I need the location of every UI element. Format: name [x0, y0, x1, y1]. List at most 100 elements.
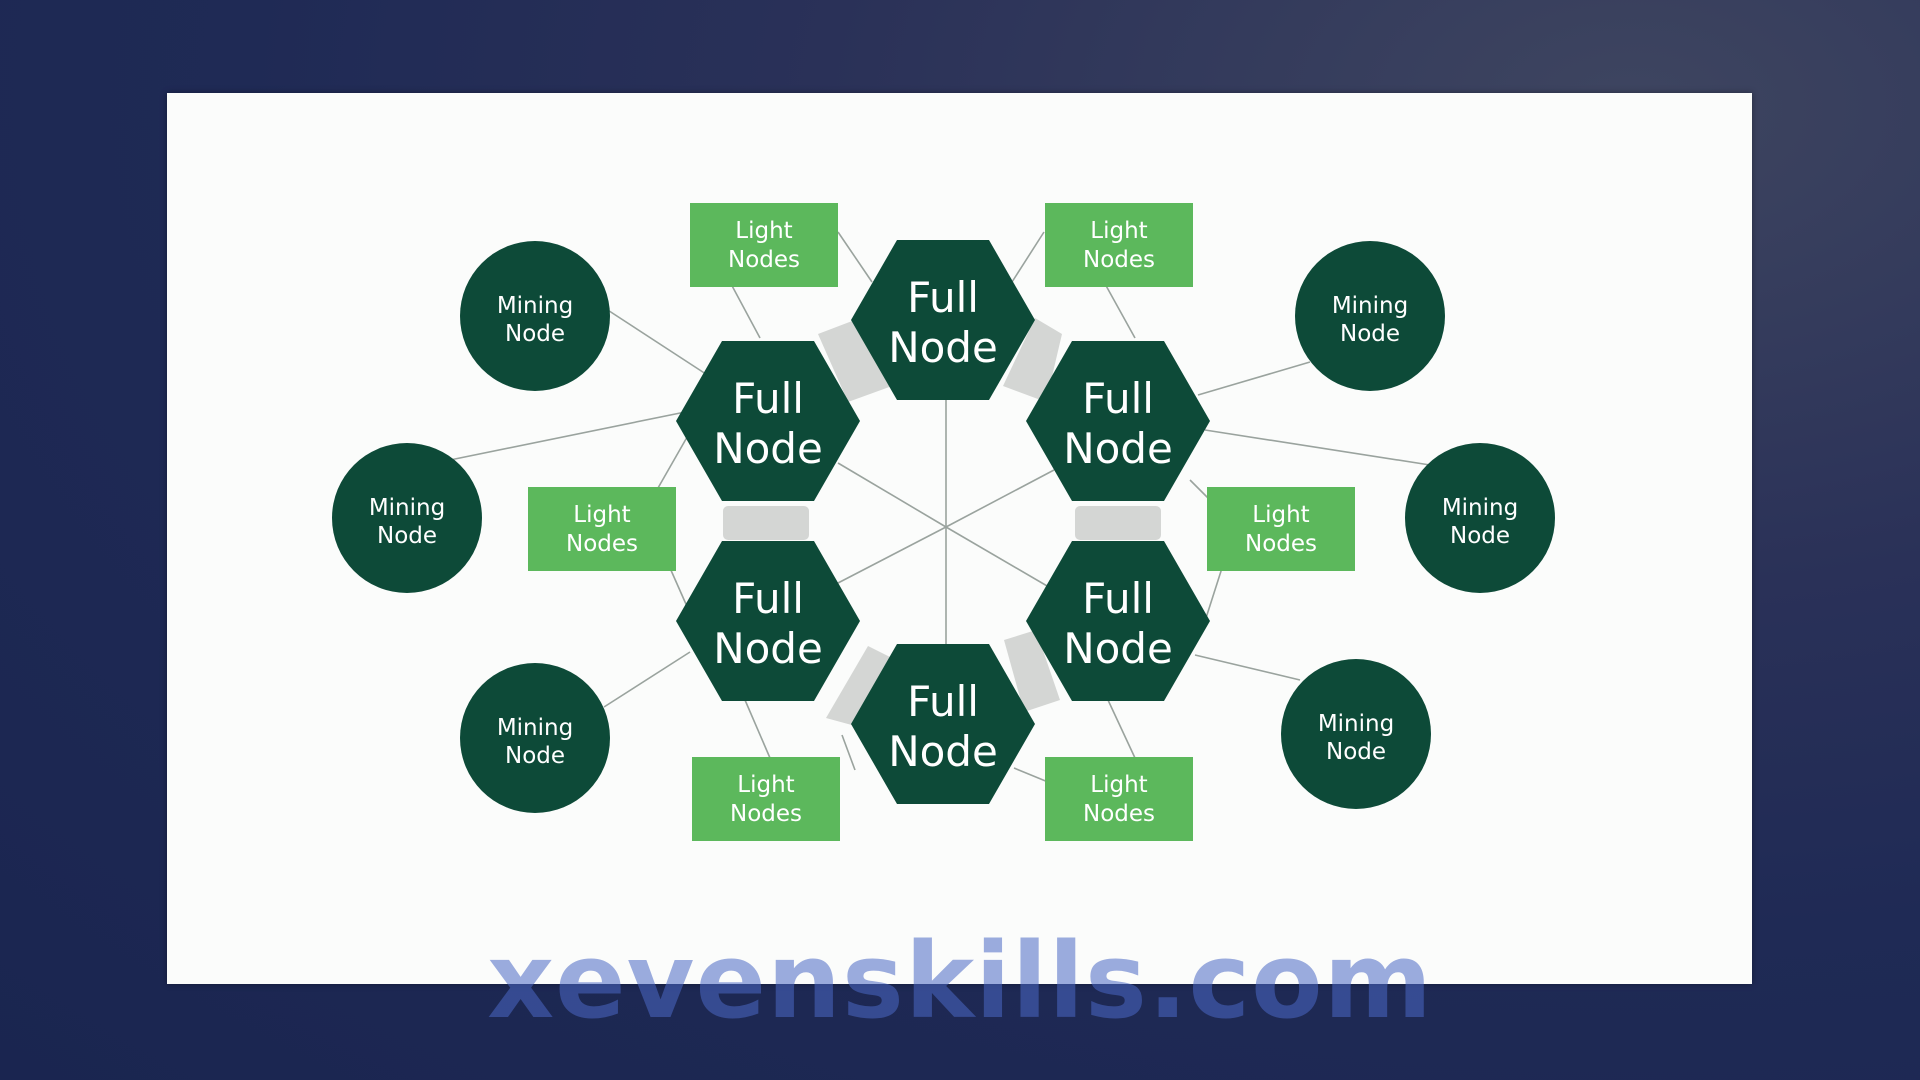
mining-node-label-line2: Node	[1340, 321, 1400, 347]
full-node-hexagon	[1026, 541, 1210, 701]
mining-node-circle	[460, 241, 610, 391]
mining-node-circle	[460, 663, 610, 813]
connection-line	[599, 304, 713, 379]
full-node-label-line2: Node	[888, 323, 998, 372]
connection-line	[837, 462, 947, 528]
light-node: Light Nodes	[692, 757, 840, 841]
mining-node-label-line2: Node	[1326, 739, 1386, 765]
connectors	[723, 318, 1161, 730]
light-node-label-line1: Light	[735, 218, 792, 244]
light-node: Light Nodes	[1045, 203, 1193, 287]
light-node-box	[1045, 203, 1193, 287]
light-node-label-line2: Nodes	[1083, 801, 1155, 827]
connector-bar	[1003, 318, 1062, 402]
light-node-label-line2: Nodes	[728, 247, 800, 273]
connection-line	[657, 431, 691, 489]
connection-line	[837, 526, 947, 584]
connection-line	[1011, 231, 1045, 283]
full-node: Full Node	[676, 541, 860, 701]
full-node-label-line2: Node	[1063, 424, 1173, 473]
mining-node-label-line2: Node	[1450, 523, 1510, 549]
connector-bar	[723, 506, 809, 540]
mining-node: Mining Node	[460, 663, 610, 813]
connector-bar	[1075, 506, 1161, 540]
connector-bar	[826, 646, 896, 730]
connection-line	[841, 734, 856, 771]
light-node-label-line1: Light	[1090, 772, 1147, 798]
full-node: Full Node	[851, 644, 1035, 804]
mining-node-label-line1: Mining	[1442, 495, 1518, 521]
connection-line	[1103, 281, 1136, 339]
connection-line	[729, 281, 761, 339]
full-node-hexagon	[851, 240, 1035, 400]
connection-line	[449, 409, 696, 461]
light-node-box	[1045, 757, 1193, 841]
connection-line	[744, 699, 771, 759]
mining-node: Mining Node	[1405, 443, 1555, 593]
light-node-label-line2: Nodes	[1245, 531, 1317, 557]
light-node: Light Nodes	[528, 487, 676, 571]
mining-node-label-line2: Node	[377, 523, 437, 549]
mining-node-circle	[1405, 443, 1555, 593]
light-node-box	[692, 757, 840, 841]
mining-node-label-line1: Mining	[1332, 293, 1408, 319]
light-node-box	[528, 487, 676, 571]
full-node-hexagon	[1026, 341, 1210, 501]
light-node: Light Nodes	[1207, 487, 1355, 571]
full-node-label-line2: Node	[1063, 624, 1173, 673]
light-node-label-line1: Light	[573, 502, 630, 528]
connection-line	[1013, 767, 1049, 783]
light-node-label-line1: Light	[737, 772, 794, 798]
full-node-label-line1: Full	[907, 273, 979, 322]
light-node: Light Nodes	[690, 203, 838, 287]
connection-line	[603, 651, 691, 708]
mining-node-circle	[332, 443, 482, 593]
full-node: Full Node	[851, 240, 1035, 400]
mining-node-circle	[1281, 659, 1431, 809]
mining-node-label-line1: Mining	[1318, 711, 1394, 737]
light-node-box	[1207, 487, 1355, 571]
connection-lines	[449, 231, 1431, 783]
connection-line	[1107, 699, 1136, 759]
connection-line	[1204, 429, 1431, 466]
light-node: Light Nodes	[1045, 757, 1193, 841]
connection-line	[1205, 567, 1223, 619]
connector-bar	[818, 318, 892, 402]
mining-node-label-line1: Mining	[369, 495, 445, 521]
connection-line	[837, 231, 873, 283]
full-node-hexagon	[851, 644, 1035, 804]
mining-node: Mining Node	[1281, 659, 1431, 809]
connector-bar	[1004, 630, 1060, 712]
light-node-label-line2: Nodes	[566, 531, 638, 557]
full-node-hexagon	[676, 341, 860, 501]
full-node-label-line2: Node	[713, 624, 823, 673]
full-node-label-line1: Full	[907, 677, 979, 726]
connection-line	[1197, 361, 1311, 396]
light-node-box	[690, 203, 838, 287]
full-node: Full Node	[1026, 341, 1210, 501]
full-node-label-line1: Full	[732, 374, 804, 423]
mining-node-label-line1: Mining	[497, 293, 573, 319]
mining-node: Mining Node	[460, 241, 610, 391]
connection-line	[1189, 479, 1211, 501]
full-node-label-line1: Full	[1082, 374, 1154, 423]
full-node: Full Node	[1026, 541, 1210, 701]
full-node-label-line2: Node	[713, 424, 823, 473]
connection-line	[945, 526, 1055, 591]
mining-node-label-line1: Mining	[497, 715, 573, 741]
connection-line	[1194, 654, 1301, 681]
full-node-hexagon	[676, 541, 860, 701]
mining-node: Mining Node	[332, 443, 482, 593]
mining-node-label-line2: Node	[505, 743, 565, 769]
mining-node-label-line2: Node	[505, 321, 565, 347]
mining-node-circle	[1295, 241, 1445, 391]
light-node-label-line1: Light	[1252, 502, 1309, 528]
mining-node: Mining Node	[1295, 241, 1445, 391]
full-node-label-line2: Node	[888, 727, 998, 776]
connection-line	[945, 469, 1055, 528]
light-node-label-line1: Light	[1090, 218, 1147, 244]
light-node-label-line2: Nodes	[1083, 247, 1155, 273]
full-node: Full Node	[676, 341, 860, 501]
light-node-label-line2: Nodes	[730, 801, 802, 827]
